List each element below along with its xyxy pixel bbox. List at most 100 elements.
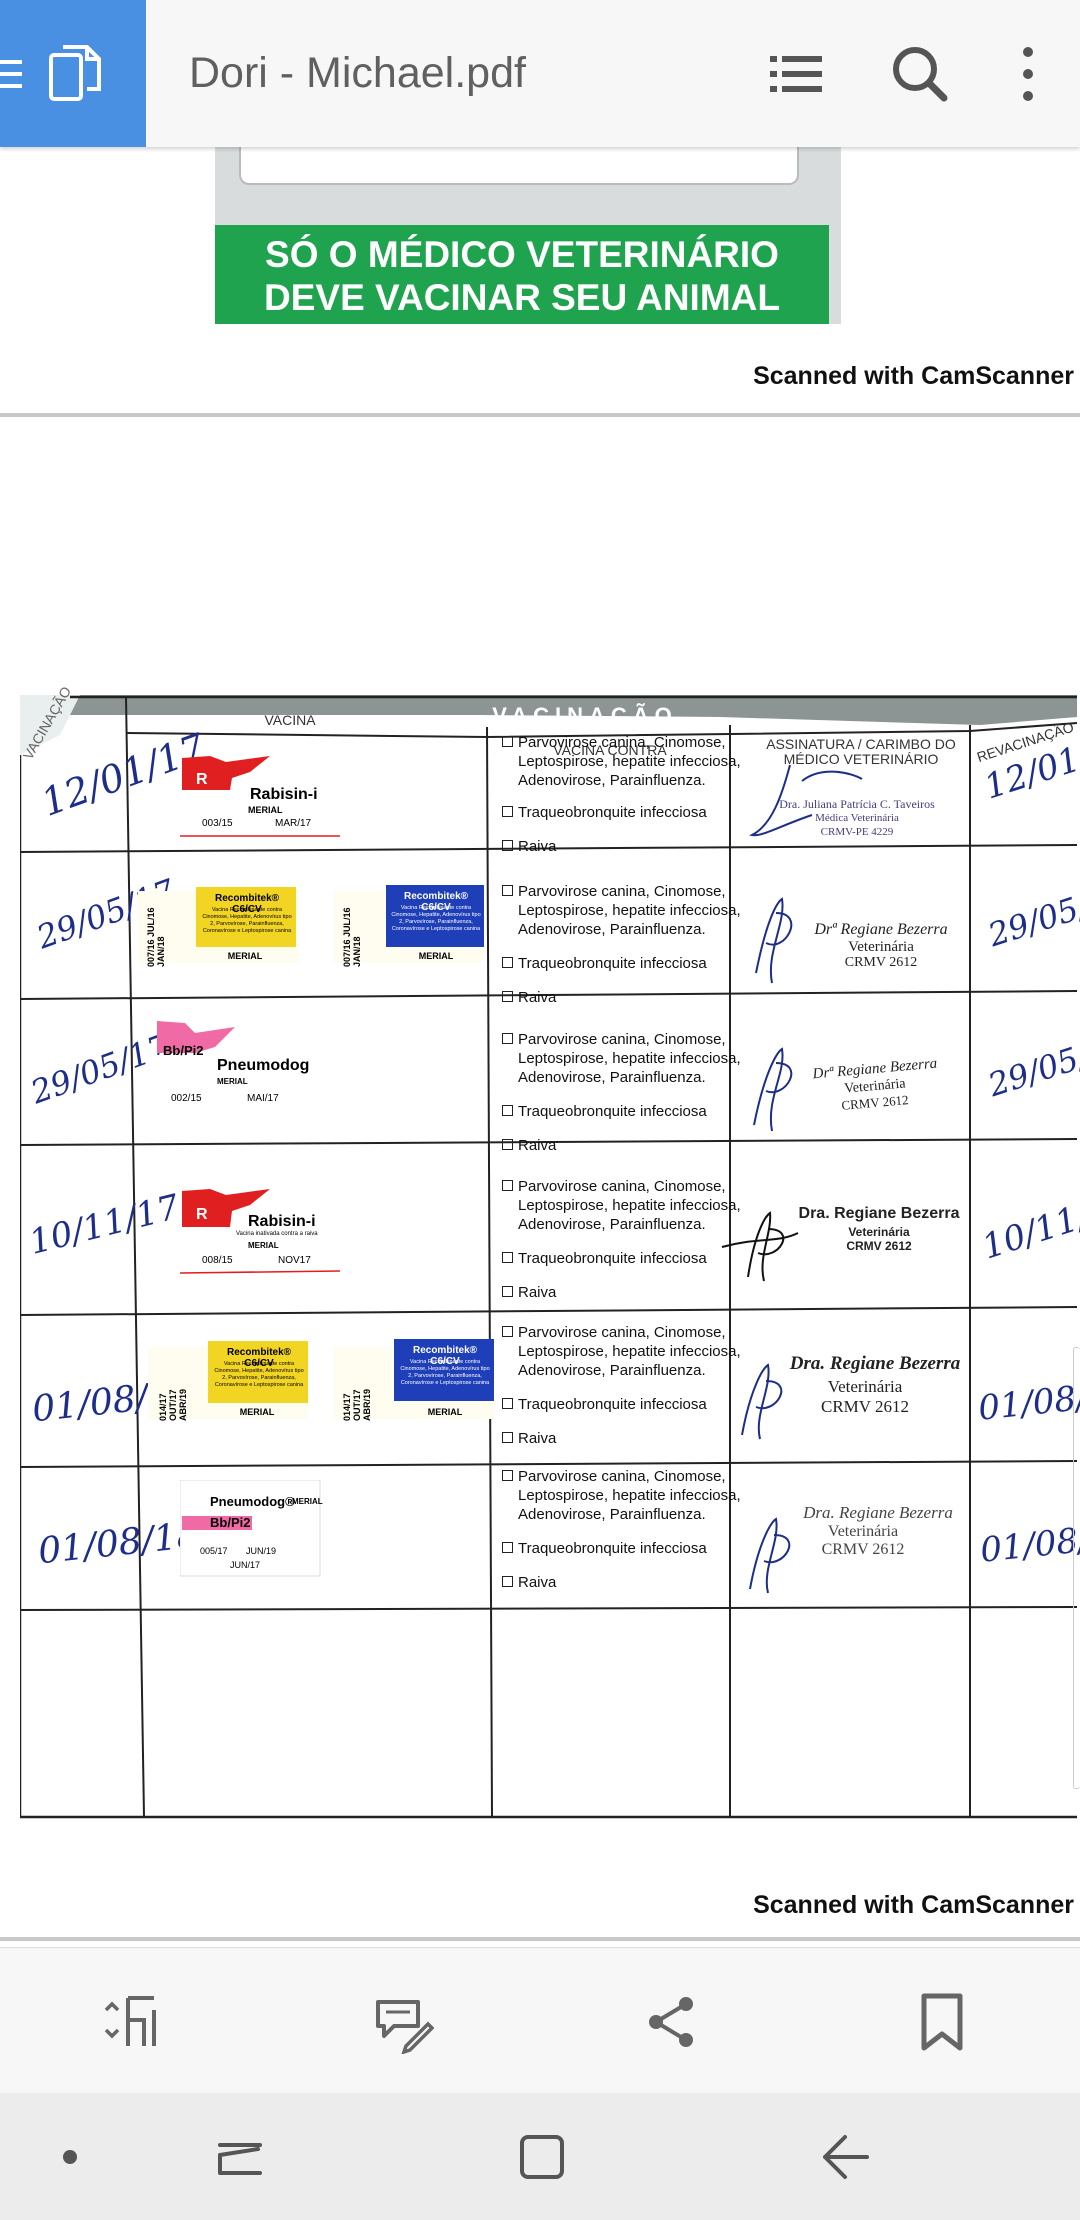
against-text: Leptospirose, hepatite infecciosa, <box>518 902 741 919</box>
document-icon[interactable] <box>47 43 103 103</box>
vet-signature-stamp: Dra. Regiane Bezerra Veterinária CRMV 26… <box>722 1335 972 1445</box>
vaccine-tag: Bb/Pi2 <box>210 1515 251 1530</box>
against-text: Traqueobronquite infecciosa <box>518 1250 707 1267</box>
card-grid <box>20 695 1077 1819</box>
reading-mode-icon[interactable] <box>100 1990 164 2054</box>
header-assinatura: ASSINATURA / CARIMBO DO MÉDICO VETERINÁR… <box>766 736 956 767</box>
protects-against-list: Parvovirose canina, Cinomose, Leptospiro… <box>502 1323 741 1447</box>
search-icon[interactable] <box>884 38 956 110</box>
menu-icon[interactable] <box>0 56 24 92</box>
vaccine-description: Vacina inativada contra a raiva <box>236 1231 318 1237</box>
signature-scribble <box>753 1047 793 1132</box>
checkbox-icon <box>502 1470 513 1481</box>
assistant-dot-icon[interactable] <box>40 2127 100 2187</box>
vaccine-description: Vacina Recombinante contra Cinomose, Hep… <box>202 907 292 934</box>
against-text: Raiva <box>518 1284 557 1301</box>
vet-name: Dra. Regiane Bezerra <box>798 1205 960 1222</box>
against-text: Traqueobronquite infecciosa <box>518 955 707 972</box>
vaccine-expiry: MAR/17 <box>275 818 312 829</box>
vet-role: Veterinária <box>848 1225 910 1239</box>
banner-line-1: SÓ O MÉDICO VETERINÁRIO <box>265 234 779 275</box>
against-text: Adenovirose, Parainfluenza. <box>518 921 706 938</box>
signature-scribble <box>755 897 793 984</box>
vaccine-name: Recombitek® C6/CV <box>412 1345 478 1367</box>
vaccine-maker: MERIAL <box>239 1407 275 1417</box>
vaccine-sticker: 007/16 JUL/16 JAN/18 Recombitek® C6/CV V… <box>138 877 488 977</box>
vet-signature-stamp: Dra. Regiane Bezerra Veterinária CRMV 26… <box>728 1485 972 1595</box>
vaccine-batch: 002/15 <box>171 1093 202 1104</box>
vet-name: Drª Regiane Bezerra <box>814 921 948 938</box>
against-text: Adenovirose, Parainfluenza. <box>518 1216 706 1233</box>
page-separator <box>0 413 1080 417</box>
app-bar: Dori - Michael.pdf <box>0 0 1080 147</box>
against-text: Adenovirose, Parainfluenza. <box>518 772 706 789</box>
checkbox-icon <box>502 885 513 896</box>
vaccine-maker: MERIAL <box>227 951 263 961</box>
protects-against-list: Parvovirose canina, Cinomose, Leptospiro… <box>502 1177 741 1301</box>
checkbox-icon <box>502 1432 513 1443</box>
more-vert-icon[interactable] <box>992 38 1064 110</box>
checkbox-icon <box>502 1139 513 1150</box>
vaccine-lot: 007/16 JUL/16 JAN/18 <box>146 907 166 967</box>
vaccine-sticker: 014/17 OUT/17 ABR/19 Recombitek® C6/CV V… <box>148 1331 498 1431</box>
vaccine-maker: MERIAL <box>217 1077 248 1086</box>
vaccine-name: Recombitek® C6/CV <box>214 893 280 915</box>
checkbox-icon <box>502 1252 513 1263</box>
checkbox-icon <box>502 1033 513 1044</box>
signature-scribble <box>741 1363 783 1440</box>
document-title: Dori - Michael.pdf <box>189 49 526 97</box>
vaccine-maker: MERIAL <box>248 805 283 815</box>
against-text: Parvovirose canina, Cinomose, <box>518 734 726 751</box>
vet-name: Dra. Regiane Bezerra <box>789 1353 961 1374</box>
vaccine-expiry: JUN/19 <box>246 1546 277 1556</box>
header-vacina: VACINA <box>264 712 316 728</box>
back-icon[interactable] <box>815 2127 875 2187</box>
vaccine-description: Vacina Recombinante contra Cinomose, Hep… <box>391 905 481 932</box>
rabisin-sticker-art: R <box>179 1189 345 1274</box>
vaccine-maker: MERIAL <box>418 951 454 961</box>
pneumodog-sticker-art <box>179 1479 321 1577</box>
against-text: Traqueobronquite infecciosa <box>518 1540 707 1557</box>
vaccine-batch: 003/15 <box>202 818 233 829</box>
vaccine-name: Recombitek® C6/CV <box>226 1347 292 1369</box>
scanner-watermark: Scanned with CamScanner <box>753 362 1074 390</box>
against-text: Raiva <box>518 1574 557 1591</box>
outline-list-icon[interactable] <box>760 38 832 110</box>
recombitek-sticker-art <box>138 885 484 963</box>
vet-signature-stamp: Dra. Regiane Bezerra Veterinária CRMV 26… <box>718 1177 968 1287</box>
vet-role: Médica Veterinária <box>815 812 899 824</box>
protects-against-list: Parvovirose canina, Cinomose, Leptospiro… <box>502 882 741 1006</box>
scrollbar[interactable] <box>1073 1347 1080 1789</box>
recent-apps-icon[interactable] <box>210 2127 270 2187</box>
vet-crmv: CRMV-PE 4229 <box>820 826 894 838</box>
bookmark-icon[interactable] <box>910 1990 974 2054</box>
against-text: Leptospirose, hepatite infecciosa, <box>518 1343 741 1360</box>
checkbox-icon <box>502 991 513 1002</box>
vaccine-name: Pneumodog® <box>210 1494 295 1509</box>
against-text: Leptospirose, hepatite infecciosa, <box>518 1197 741 1214</box>
card-title: VACINAÇÃO <box>492 703 678 728</box>
vaccine-batch: 005/17 <box>200 1546 228 1556</box>
vaccine-name: Recombitek® C6/CV <box>403 891 469 913</box>
annotate-comment-icon[interactable] <box>370 1990 434 2054</box>
vaccine-expiry: MAI/17 <box>247 1093 279 1104</box>
against-text: Leptospirose, hepatite infecciosa, <box>518 1050 741 1067</box>
share-icon[interactable] <box>640 1990 704 2054</box>
signature-scribble <box>748 764 863 837</box>
document-panel-button[interactable] <box>0 0 146 147</box>
document-viewer[interactable]: SÓ O MÉDICO VETERINÁRIO DEVE VACINAR SEU… <box>0 147 1080 1947</box>
checkbox-icon <box>502 1105 513 1116</box>
vaccine-sticker: Pneumodog® MERIAL Bb/Pi2 005/17 JUN/19 J… <box>179 1479 330 1580</box>
against-text: Raiva <box>518 1430 557 1447</box>
against-text: Raiva <box>518 989 557 1006</box>
vet-crmv: CRMV 2612 <box>846 1239 912 1253</box>
vaccination-card: VACINAÇÃO VACINA VACINA CONTRA ASSINATUR… <box>20 684 1080 1827</box>
vet-signature-stamp: Dra. Juliana Patrícia C. Taveiros Médica… <box>742 755 962 845</box>
vaccine-sticker: Bb/Pi2 Pneumodog MERIAL 002/15 MAI/17 <box>155 1015 325 1115</box>
home-icon[interactable] <box>512 2127 572 2187</box>
vaccine-lot: 014/17 OUT/17 ABR/19 <box>158 1388 188 1421</box>
svg-text:R: R <box>196 1206 208 1223</box>
vet-signature-stamp: Drª Regiane Bezerra Veterinária CRMV 261… <box>736 1035 966 1135</box>
checkbox-icon <box>502 1576 513 1587</box>
protects-against-list: Parvovirose canina, Cinomose, Leptospiro… <box>502 1030 741 1154</box>
